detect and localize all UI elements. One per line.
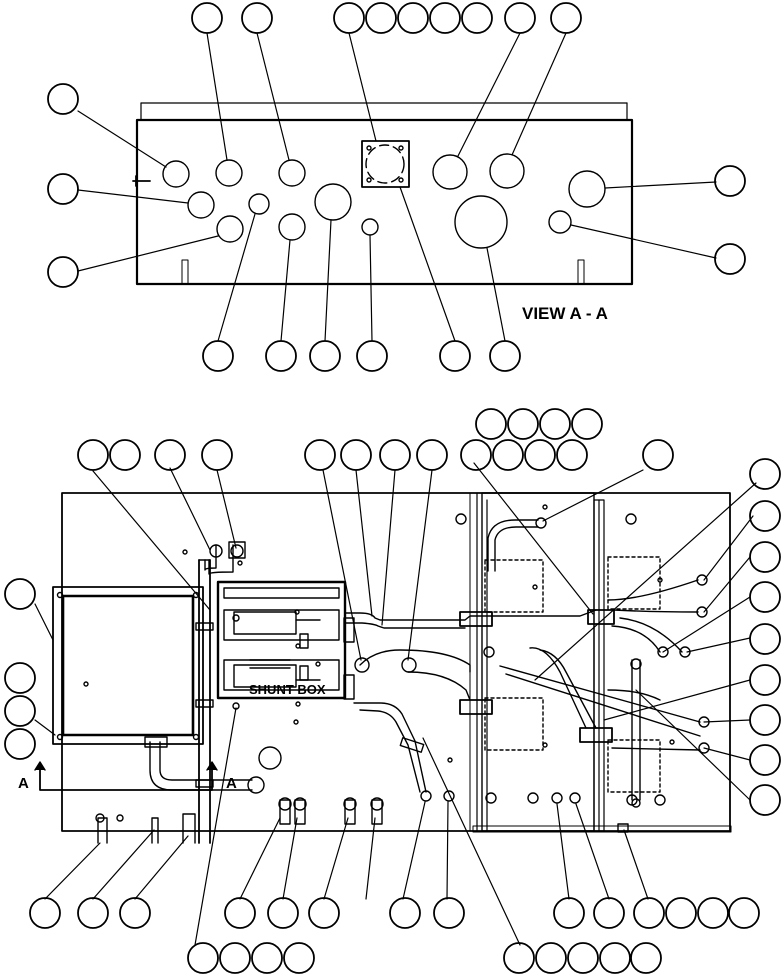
view-a-a-square-mount: [361, 140, 410, 188]
main-panel: [34, 492, 732, 844]
view-title: VIEW A - A: [522, 304, 608, 323]
view-a-a-panel: [77, 32, 717, 342]
main-leaders: [34, 462, 757, 946]
panel-fasteners: [83, 504, 675, 823]
view-a-a-leaders: [77, 32, 717, 342]
view-a-a-holes: [162, 153, 606, 249]
callout-balloons: [4, 2, 781, 974]
left-enclosure: [52, 586, 204, 745]
shunt-box: [216, 580, 355, 710]
shunt-box-label: SHUNT BOX: [249, 682, 326, 697]
section-mark-right: A: [226, 775, 237, 792]
section-mark-left: A: [18, 775, 29, 792]
